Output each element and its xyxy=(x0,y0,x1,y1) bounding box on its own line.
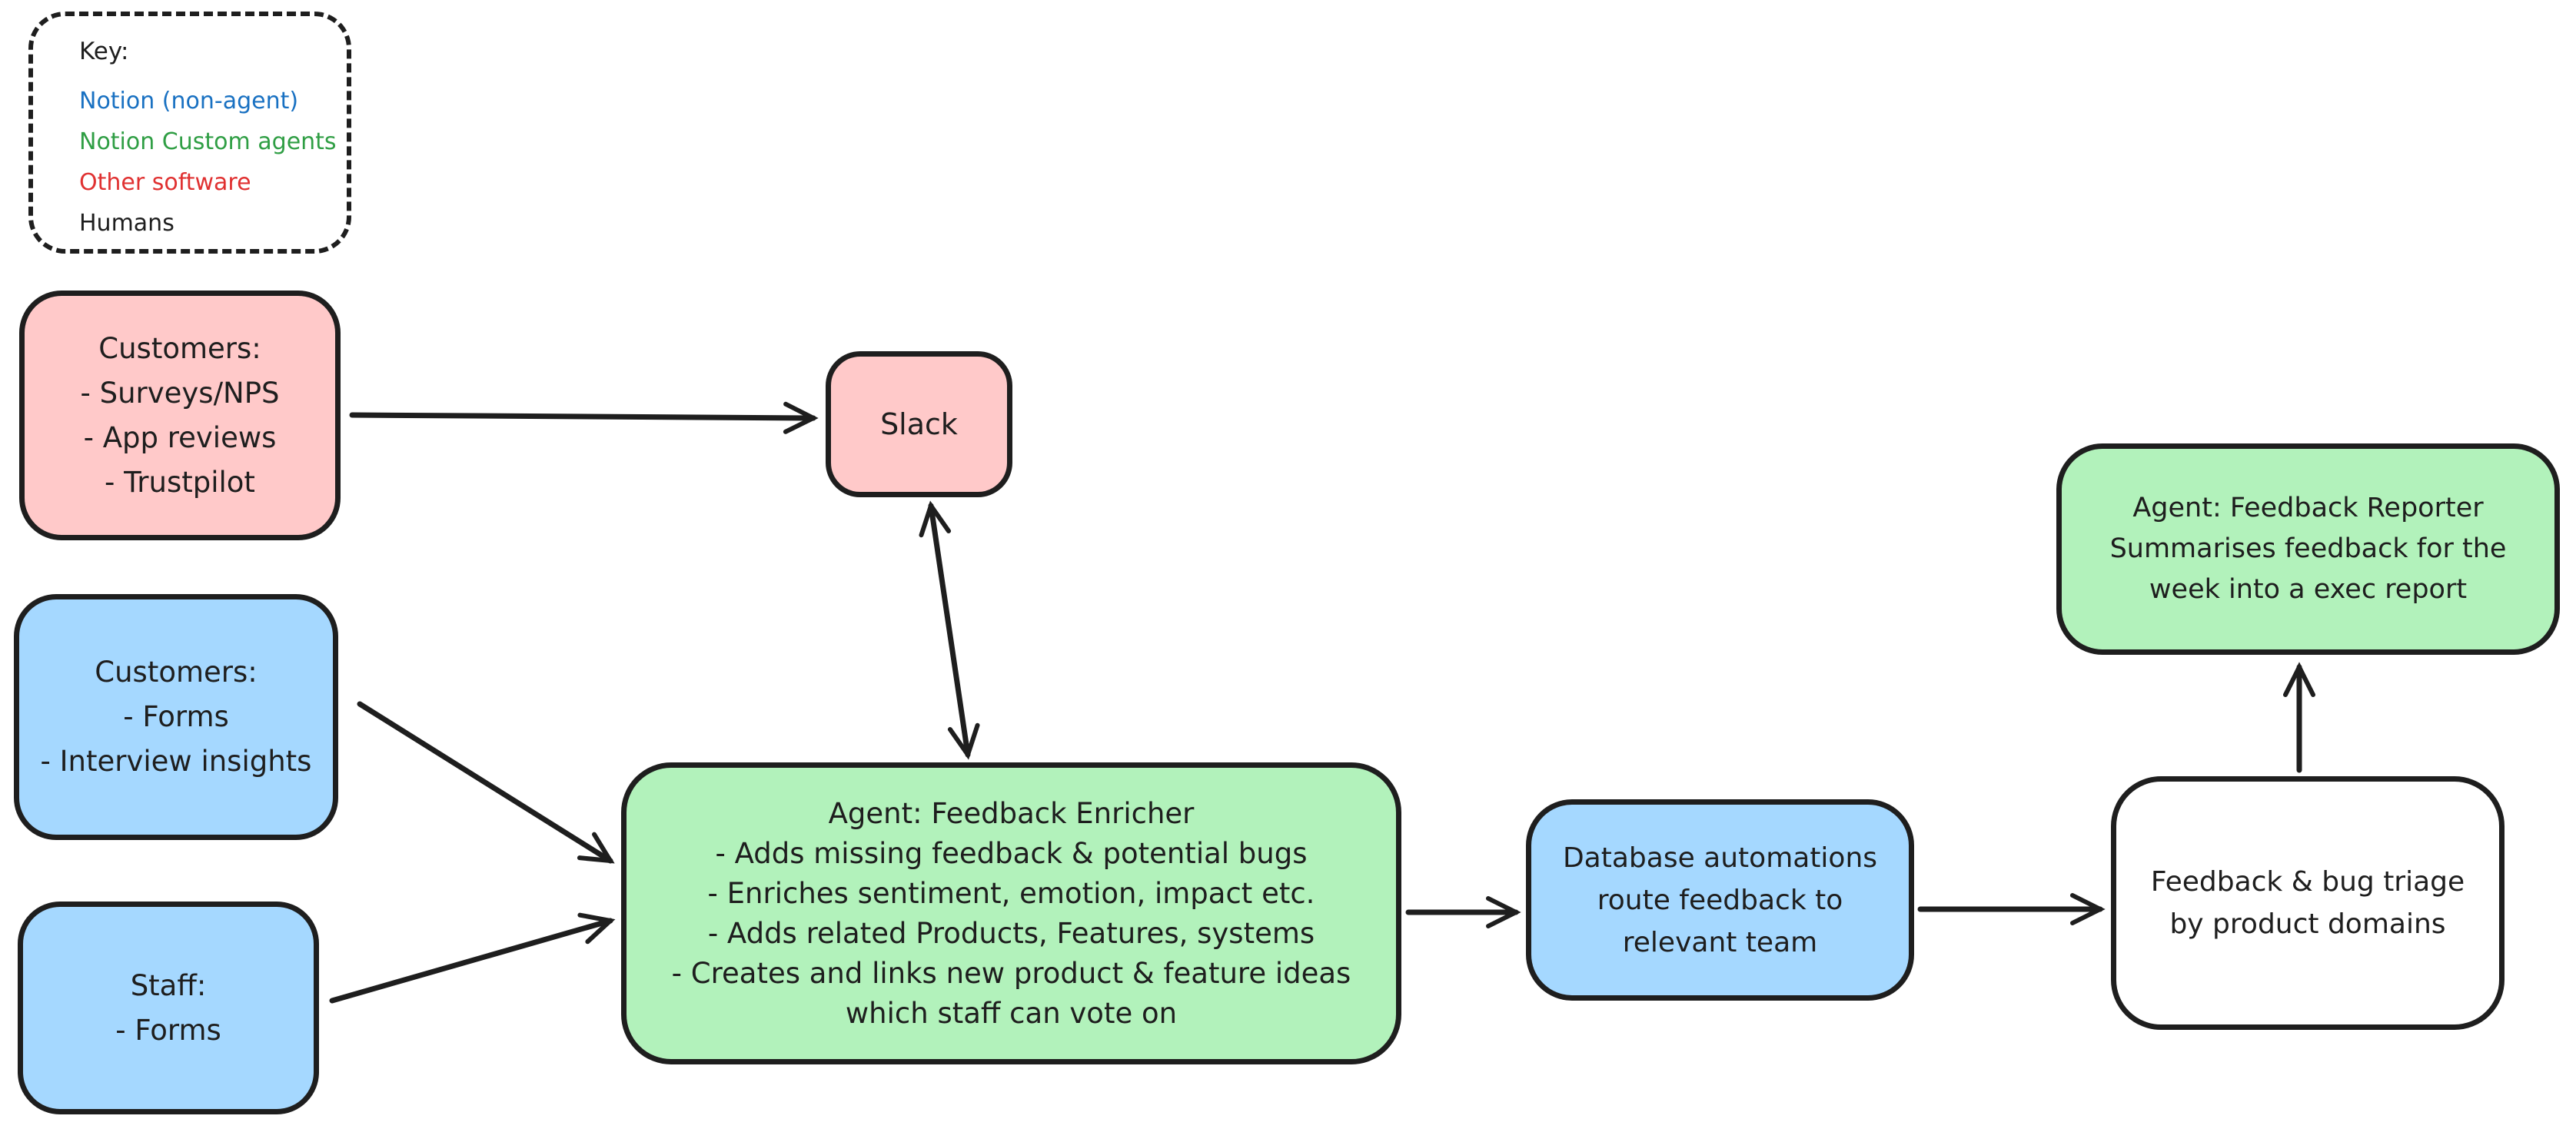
node-text-line: Slack xyxy=(880,407,958,441)
node-text-line: route feedback to xyxy=(1597,884,1843,916)
node-text-line: week into a exec report xyxy=(2149,574,2468,605)
node-text-line: - App reviews xyxy=(83,420,277,454)
node-text-line: which staff can vote on xyxy=(845,996,1178,1030)
node-customers-notion[interactable]: Customers: - Forms - Interview insights xyxy=(14,594,338,840)
node-text-line: Database automations xyxy=(1562,842,1878,874)
node-agent-feedback-reporter[interactable]: Agent: Feedback Reporter Summarises feed… xyxy=(2056,443,2560,655)
legend-item-notion-custom-agents: Notion Custom agents xyxy=(79,128,337,155)
node-text-line: - Surveys/NPS xyxy=(80,376,280,410)
node-text-line: - Enriches sentiment, emotion, impact et… xyxy=(707,876,1315,910)
node-text-line: - Forms xyxy=(115,1013,221,1047)
node-text-line: relevant team xyxy=(1622,926,1818,958)
node-text-line: Customers: xyxy=(98,331,261,365)
node-staff[interactable]: Staff: - Forms xyxy=(18,902,319,1114)
node-text-line: - Interview insights xyxy=(40,745,312,778)
legend-item-notion-non-agent: Notion (non-agent) xyxy=(79,88,299,115)
edge-customers-external-to-slack[interactable] xyxy=(349,401,819,434)
node-text-line: - Adds related Products, Features, syste… xyxy=(707,916,1315,950)
legend-item-other-software: Other software xyxy=(79,169,251,196)
edge-slack-to-enricher-bidirectional[interactable] xyxy=(919,500,980,760)
node-text-line: Agent: Feedback Enricher xyxy=(828,796,1195,830)
node-text-line: Staff: xyxy=(130,968,207,1002)
node-text-line: by product domains xyxy=(2169,908,2446,940)
legend[interactable]: Key: Notion (non-agent) Notion Custom ag… xyxy=(28,12,351,254)
node-text-line: Agent: Feedback Reporter xyxy=(2132,493,2484,523)
node-text-line: - Trustpilot xyxy=(105,465,255,499)
node-text-line: - Creates and links new product & featur… xyxy=(671,956,1351,990)
edge-staff-to-enricher[interactable] xyxy=(329,912,616,1004)
legend-title: Key: xyxy=(79,38,129,65)
node-text-line: - Adds missing feedback & potential bugs xyxy=(715,836,1308,870)
node-agent-feedback-enricher[interactable]: Agent: Feedback Enricher - Adds missing … xyxy=(621,762,1401,1064)
node-slack[interactable]: Slack xyxy=(826,351,1012,497)
node-text-line: Summarises feedback for the xyxy=(2109,533,2507,564)
node-customers-external[interactable]: Customers: - Surveys/NPS - App reviews -… xyxy=(19,291,341,540)
node-database-automations[interactable]: Database automations route feedback to r… xyxy=(1526,799,1914,1001)
node-text-line: Feedback & bug triage xyxy=(2150,866,2465,898)
node-feedback-bug-triage[interactable]: Feedback & bug triage by product domains xyxy=(2111,776,2505,1030)
node-text-line: Customers: xyxy=(95,656,258,689)
edge-customers-notion-to-enricher[interactable] xyxy=(357,701,615,864)
node-text-line: - Forms xyxy=(123,700,229,733)
legend-item-humans: Humans xyxy=(79,210,175,237)
